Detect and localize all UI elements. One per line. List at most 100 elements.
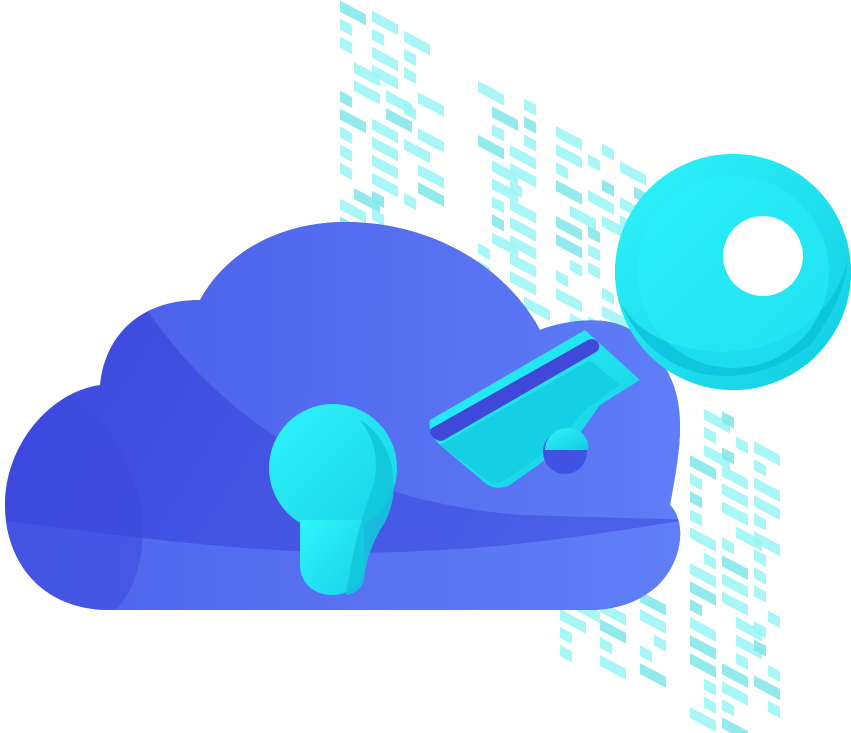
data-bit [570, 205, 596, 231]
data-bit [722, 591, 748, 617]
data-bit [640, 663, 666, 688]
data-bit [690, 635, 716, 661]
data-bit [754, 531, 780, 557]
data-bit [588, 244, 600, 262]
data-bit [418, 182, 444, 207]
data-bit [690, 707, 716, 733]
data-bit [340, 90, 352, 108]
data-bit [510, 144, 536, 170]
data-bit [492, 232, 518, 258]
data-bit [722, 447, 734, 465]
data-bit [372, 46, 398, 72]
data-bit [690, 653, 716, 679]
data-bit [722, 717, 748, 733]
data-bit [588, 154, 600, 172]
data-bit [768, 664, 780, 683]
data-bit [722, 663, 748, 689]
data-bit [588, 226, 600, 244]
data-bit [704, 552, 716, 571]
data-bit [340, 126, 352, 144]
data-bit [570, 259, 582, 277]
data-bit [524, 98, 536, 116]
data-bit [492, 160, 518, 186]
data-bit [690, 581, 716, 607]
data-bit [754, 585, 766, 603]
data-bit [588, 190, 614, 215]
data-bit [372, 64, 398, 90]
data-bit [418, 164, 444, 189]
data-bit [722, 501, 748, 527]
data-bit [354, 188, 380, 213]
data-bit [340, 108, 366, 134]
data-bit [556, 233, 582, 259]
data-bit [524, 296, 550, 322]
data-bit [510, 270, 536, 296]
data-bit [640, 645, 652, 663]
data-bit [386, 108, 412, 133]
data-bit [722, 537, 734, 555]
data-bit [690, 509, 702, 527]
data-bit [372, 118, 398, 144]
data-bit [722, 465, 748, 491]
data-bit [340, 36, 352, 54]
data-bit [768, 700, 780, 719]
data-bit [492, 124, 504, 142]
data-bit [560, 626, 572, 645]
data-bit [556, 179, 582, 205]
data-bit [556, 269, 568, 288]
data-bit [354, 62, 380, 87]
data-bit [754, 639, 766, 657]
data-bit [556, 161, 568, 180]
data-bit [404, 30, 430, 56]
data-bit [736, 634, 762, 660]
key-icon [429, 154, 851, 488]
data-bit [492, 196, 504, 214]
data-bit [404, 102, 416, 121]
data-bit [654, 634, 666, 652]
data-bit [704, 426, 716, 445]
data-bit [510, 180, 522, 199]
data-bit [754, 675, 780, 701]
data-bit [340, 198, 366, 224]
data-bit [404, 138, 430, 164]
data-bit [754, 477, 780, 503]
data-bit [602, 305, 628, 331]
data-bit [704, 408, 730, 434]
data-bit [556, 215, 582, 241]
data-bit [340, 0, 366, 26]
data-bit [690, 599, 702, 617]
data-bit [372, 28, 384, 47]
data-bit [404, 66, 416, 85]
data-bit [492, 106, 518, 132]
data-bit [524, 134, 536, 152]
data-bit [704, 444, 730, 470]
data-bit [524, 116, 536, 134]
data-bit [722, 573, 748, 599]
data-bit [492, 178, 518, 204]
data-bit [340, 144, 352, 162]
data-bit [560, 608, 586, 634]
data-bit [754, 495, 780, 521]
data-bit [602, 143, 614, 161]
data-bit [510, 252, 536, 278]
data-bit [372, 190, 384, 209]
data-bit [510, 198, 536, 224]
data-bit [600, 655, 626, 680]
data-bit [722, 555, 748, 581]
data-bit [690, 473, 702, 491]
data-bit [722, 411, 734, 429]
data-bit [640, 609, 666, 634]
data-bit [418, 128, 444, 153]
data-bit [556, 287, 582, 313]
data-bit [754, 567, 766, 585]
data-bit [690, 491, 702, 509]
data-bit [372, 208, 384, 227]
data-bit [640, 591, 666, 616]
data-bit [372, 172, 398, 198]
data-bit [404, 192, 416, 211]
data-bit [704, 696, 716, 715]
data-bit [478, 80, 504, 106]
data-bit [602, 179, 614, 197]
data-bit [492, 214, 504, 232]
